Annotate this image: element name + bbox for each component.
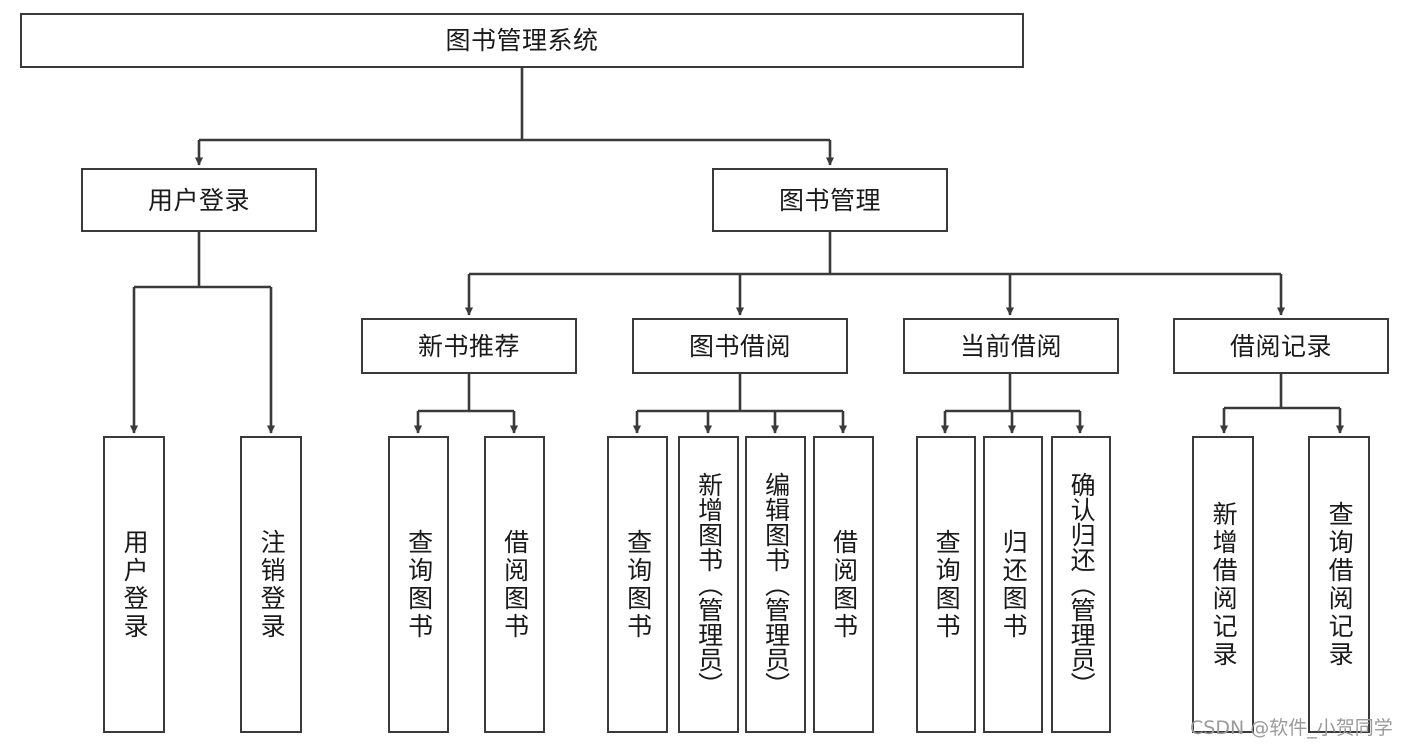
- node-leaf-add-record-label: 新增借阅记录: [1209, 500, 1239, 669]
- node-book-borrow[interactable]: 图书借阅: [632, 318, 848, 374]
- node-current-borrow-label: 当前借阅: [959, 331, 1062, 361]
- node-leaf-query-book-1[interactable]: 查询图书: [388, 436, 449, 733]
- node-root-label: 图书管理系统: [445, 26, 599, 55]
- node-new-book-recommend-label: 新书推荐: [417, 331, 520, 361]
- node-book-manage-label: 图书管理: [778, 185, 881, 215]
- node-root[interactable]: 图书管理系统: [20, 13, 1024, 68]
- node-leaf-user-login[interactable]: 用户登录: [103, 436, 165, 733]
- node-leaf-query-book-1-label: 查询图书: [404, 528, 434, 641]
- node-leaf-query-record-label: 查询借阅记录: [1325, 500, 1355, 669]
- node-leaf-add-book-label: 新增图书（管理员）: [694, 472, 724, 697]
- node-leaf-confirm-return-label: 确认归还（管理员）: [1067, 472, 1097, 697]
- node-leaf-user-logout-label: 注销登录: [257, 528, 287, 641]
- node-leaf-query-book-2[interactable]: 查询图书: [607, 436, 668, 733]
- node-leaf-borrow-book-2-label: 借阅图书: [829, 528, 859, 641]
- node-borrow-record-label: 借阅记录: [1229, 331, 1332, 361]
- node-leaf-borrow-book-1-label: 借阅图书: [500, 528, 530, 641]
- node-leaf-user-logout[interactable]: 注销登录: [240, 436, 302, 733]
- node-leaf-add-book[interactable]: 新增图书（管理员）: [678, 436, 739, 733]
- node-book-borrow-label: 图书借阅: [688, 331, 791, 361]
- node-leaf-confirm-return[interactable]: 确认归还（管理员）: [1051, 436, 1111, 733]
- node-leaf-edit-book-label: 编辑图书（管理员）: [761, 472, 791, 697]
- node-leaf-query-record[interactable]: 查询借阅记录: [1308, 436, 1370, 733]
- csdn-watermark: CSDN @软件_小贺同学: [1190, 717, 1393, 739]
- node-leaf-query-book-3-label: 查询图书: [932, 528, 962, 641]
- node-leaf-borrow-book-2[interactable]: 借阅图书: [813, 436, 874, 733]
- node-leaf-edit-book[interactable]: 编辑图书（管理员）: [745, 436, 806, 733]
- node-leaf-return-book-label: 归还图书: [999, 528, 1029, 641]
- node-leaf-query-book-3[interactable]: 查询图书: [916, 436, 976, 733]
- node-leaf-user-login-label: 用户登录: [120, 528, 150, 641]
- node-leaf-borrow-book-1[interactable]: 借阅图书: [484, 436, 545, 733]
- node-book-manage[interactable]: 图书管理: [712, 168, 948, 232]
- node-leaf-return-book[interactable]: 归还图书: [983, 436, 1043, 733]
- node-new-book-recommend[interactable]: 新书推荐: [361, 318, 577, 374]
- node-borrow-record[interactable]: 借阅记录: [1173, 318, 1389, 374]
- node-leaf-add-record[interactable]: 新增借阅记录: [1192, 436, 1254, 733]
- node-current-borrow[interactable]: 当前借阅: [903, 318, 1119, 374]
- node-leaf-query-book-2-label: 查询图书: [623, 528, 653, 641]
- node-user-login[interactable]: 用户登录: [81, 168, 317, 232]
- node-user-login-label: 用户登录: [147, 185, 250, 215]
